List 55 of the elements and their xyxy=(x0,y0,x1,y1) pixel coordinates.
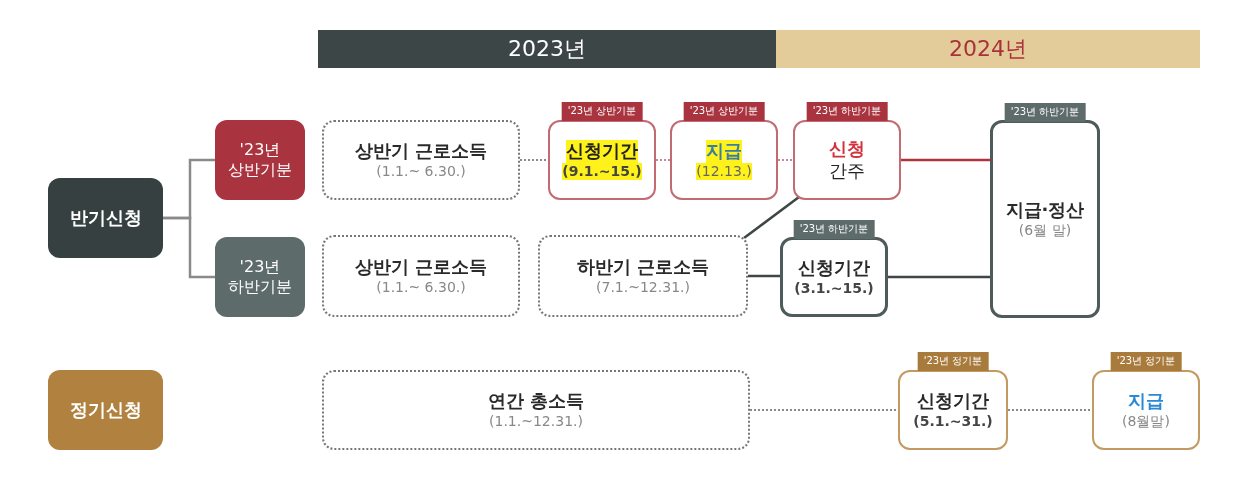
income-period-box xyxy=(322,370,750,450)
date-text: (9.1.~15.) xyxy=(562,162,642,180)
connector-line xyxy=(749,409,899,411)
box-label: 반기신청 xyxy=(69,206,142,230)
box-label: 정기신청 xyxy=(69,398,142,422)
date-text: (7.1.~12.31.) xyxy=(596,278,690,296)
period-tag: '23년 정기분 xyxy=(1110,352,1182,371)
step-label: 상반기 근로소득 xyxy=(354,140,488,163)
connector-line xyxy=(1007,409,1093,411)
box-label: 2024년 xyxy=(949,35,1027,63)
step-label: 신청 xyxy=(829,137,865,160)
connector-line xyxy=(777,159,794,161)
period-tag: '23년 상반기분 xyxy=(683,102,765,121)
period-tag: '23년 하반기분 xyxy=(806,102,888,121)
connector-line xyxy=(743,196,800,239)
step-label: 지급 xyxy=(1128,390,1164,413)
step-label: 간주 xyxy=(829,160,865,183)
period-tag: '23년 상반기분 xyxy=(561,102,643,121)
box-label: 2023년 xyxy=(508,35,586,63)
step-label: 신청기간 xyxy=(566,140,638,163)
box-label: '23년 상반기분 xyxy=(227,140,293,180)
income-period-box xyxy=(538,235,748,317)
date-text: (1.1.~ 6.30.) xyxy=(376,278,466,296)
step-label: 상반기 근로소득 xyxy=(354,256,488,279)
box-label: '23년 하반기분 xyxy=(227,257,293,297)
date-text: (12.13.) xyxy=(696,162,752,180)
step-label: 신청기간 xyxy=(798,257,870,280)
date-text: (1.1.~12.31.) xyxy=(489,412,583,430)
category-box xyxy=(215,237,305,317)
connector-line xyxy=(901,158,990,162)
income-period-box xyxy=(322,120,520,200)
step-label: 지급 xyxy=(706,140,742,163)
category-box xyxy=(48,178,163,258)
connector-line xyxy=(163,216,215,279)
year-band xyxy=(776,30,1200,68)
connector-line xyxy=(748,274,780,278)
step-label: 지급·정산 xyxy=(1005,199,1085,222)
connector-line xyxy=(655,159,671,161)
step-label: 하반기 근로소득 xyxy=(576,256,710,279)
period-tag: '23년 하반기분 xyxy=(793,220,875,239)
income-period-box xyxy=(322,235,520,317)
period-tag: '23년 정기분 xyxy=(917,352,989,371)
date-text: (5.1.~31.) xyxy=(913,412,993,430)
date-text: (6월 말) xyxy=(1018,221,1072,239)
connector-line xyxy=(519,159,549,161)
date-text: (3.1.~15.) xyxy=(794,279,874,297)
date-text: (8월말) xyxy=(1122,412,1170,430)
category-box xyxy=(48,370,163,450)
date-text: (1.1.~ 6.30.) xyxy=(376,162,466,180)
step-label: 연간 총소득 xyxy=(487,390,585,413)
category-box xyxy=(215,120,305,200)
step-label: 신청기간 xyxy=(917,390,989,413)
period-tag: '23년 하반기분 xyxy=(1004,103,1086,122)
year-band xyxy=(318,30,776,68)
connector-line xyxy=(888,275,990,279)
